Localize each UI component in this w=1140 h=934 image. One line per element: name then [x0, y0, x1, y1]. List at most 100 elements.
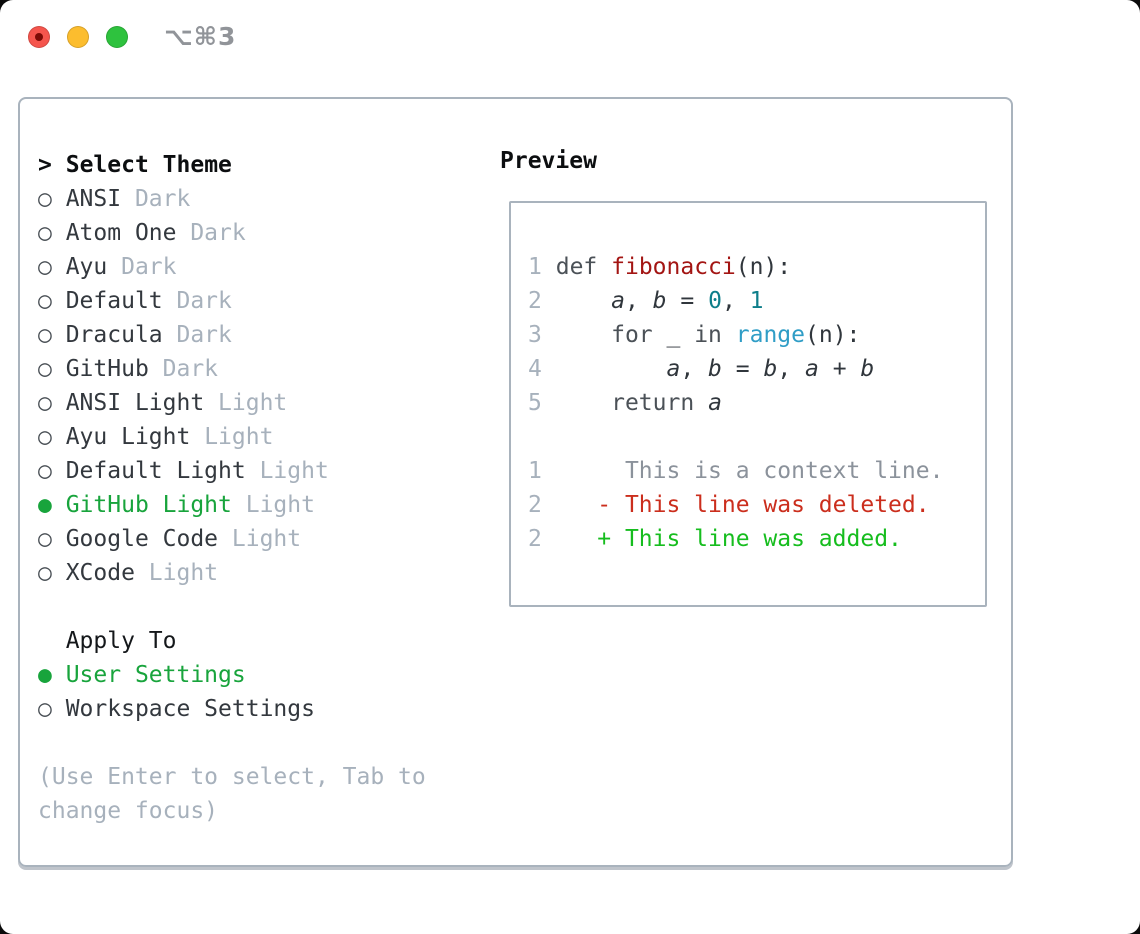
spacer — [38, 590, 483, 624]
code-line: 5 return a — [528, 386, 985, 420]
code-token: 1 — [749, 288, 764, 314]
theme-option-google-code[interactable]: ○ Google Code Light — [38, 522, 483, 556]
select-theme-header: > Select Theme — [38, 148, 483, 182]
theme-option-ayu[interactable]: ○ Ayu Dark — [38, 250, 483, 284]
line-number: 2 — [528, 492, 542, 518]
code-line — [528, 420, 985, 454]
code-token — [542, 390, 611, 416]
theme-variant-tag: Dark — [107, 254, 177, 280]
code-token: fibonacci — [611, 254, 736, 280]
line-number: 4 — [528, 356, 542, 382]
theme-option-github-light[interactable]: ● GitHub Light Light — [38, 488, 483, 522]
code-token: a — [805, 356, 819, 382]
code-token: a — [708, 390, 722, 416]
code-token: a — [611, 288, 625, 314]
theme-name: GitHub — [51, 356, 149, 382]
code-token: in — [694, 322, 722, 348]
preview-header: Preview — [500, 148, 597, 174]
radio-unselected-icon: ○ — [38, 322, 52, 348]
apply-option-label: User Settings — [51, 662, 246, 688]
code-token: _ — [652, 322, 695, 348]
code-token: - This line was deleted. — [541, 492, 930, 518]
code-token — [597, 254, 611, 280]
code-token: , — [721, 288, 750, 314]
code-token: + — [818, 356, 861, 382]
theme-name: Atom One — [51, 220, 177, 246]
select-theme-title: Select Theme — [65, 152, 232, 178]
theme-option-default[interactable]: ○ Default Dark — [38, 284, 483, 318]
code-line: 2 a, b = 0, 1 — [528, 284, 985, 318]
theme-name: Default Light — [51, 458, 246, 484]
apply-to-list: ● User Settings○ Workspace Settings — [38, 658, 483, 726]
line-number: 1 — [528, 254, 542, 280]
line-number: 5 — [528, 390, 542, 416]
code-token: b — [652, 288, 667, 314]
code-token: , — [624, 288, 653, 314]
theme-option-dracula[interactable]: ○ Dracula Dark — [38, 318, 483, 352]
apply-option-user-settings[interactable]: ● User Settings — [38, 658, 483, 692]
theme-picker-panel: > Select Theme ○ ANSI Dark○ Atom One Dar… — [18, 97, 1013, 867]
theme-option-atom-one[interactable]: ○ Atom One Dark — [38, 216, 483, 250]
apply-to-header: Apply To — [38, 624, 483, 658]
minimize-button[interactable] — [67, 26, 89, 48]
theme-variant-tag: Dark — [162, 288, 232, 314]
radio-unselected-icon: ○ — [38, 696, 52, 722]
theme-option-default-light[interactable]: ○ Default Light Light — [38, 454, 483, 488]
line-number: 3 — [528, 322, 542, 348]
code-line: 4 a, b = b, a + b — [528, 352, 985, 386]
maximize-button[interactable] — [106, 26, 128, 48]
code-token — [542, 254, 556, 280]
code-token: This is a context line. — [541, 458, 944, 484]
window-shortcut-label: ⌥⌘3 — [164, 22, 237, 51]
theme-variant-tag: Light — [245, 458, 329, 484]
apply-option-label: Workspace Settings — [51, 696, 315, 722]
theme-option-github[interactable]: ○ GitHub Dark — [38, 352, 483, 386]
radio-unselected-icon: ○ — [38, 560, 52, 586]
theme-option-xcode[interactable]: ○ XCode Light — [38, 556, 483, 590]
close-button[interactable] — [28, 26, 50, 48]
theme-option-ansi[interactable]: ○ ANSI Dark — [38, 182, 483, 216]
radio-unselected-icon: ○ — [38, 526, 52, 552]
code-token: b — [860, 356, 875, 382]
theme-list-section: > Select Theme ○ ANSI Dark○ Atom One Dar… — [38, 148, 483, 828]
code-token: = — [666, 288, 709, 314]
code-token: range — [735, 322, 806, 348]
theme-name: Default — [51, 288, 163, 314]
code-line: 3 for _ in range(n): — [528, 318, 985, 352]
theme-option-ayu-light[interactable]: ○ Ayu Light Light — [38, 420, 483, 454]
code-token: 0 — [708, 288, 722, 314]
line-number: 2 — [528, 288, 542, 314]
code-token: (n): — [735, 254, 792, 280]
hint-text: (Use Enter to select, Tab to change focu… — [38, 764, 426, 824]
theme-variant-tag: Light — [231, 492, 315, 518]
spacer — [38, 726, 483, 760]
radio-unselected-icon: ○ — [38, 424, 52, 450]
unsaved-dot-icon — [35, 33, 43, 41]
code-token: def — [555, 254, 598, 280]
code-line: 1 This is a context line. — [528, 454, 985, 488]
radio-selected-icon: ● — [38, 662, 52, 688]
radio-unselected-icon: ○ — [38, 356, 52, 382]
theme-variant-tag: Dark — [176, 220, 246, 246]
apply-option-workspace-settings[interactable]: ○ Workspace Settings — [38, 692, 483, 726]
theme-variant-tag: Light — [134, 560, 219, 586]
code-token — [542, 322, 611, 348]
code-line: 2 + This line was added. — [528, 522, 985, 556]
theme-name: ANSI — [51, 186, 122, 212]
code-token: (n): — [805, 322, 861, 348]
apply-to-label: Apply To — [65, 628, 177, 654]
code-token — [542, 356, 667, 382]
theme-name: Ayu Light — [51, 424, 191, 450]
radio-unselected-icon: ○ — [38, 390, 52, 416]
theme-variant-tag: Dark — [121, 186, 191, 212]
theme-option-ansi-light[interactable]: ○ ANSI Light Light — [38, 386, 483, 420]
theme-name: ANSI Light — [51, 390, 205, 416]
code-token: return — [611, 390, 695, 416]
code-token — [542, 288, 611, 314]
theme-variant-tag: Light — [204, 390, 288, 416]
theme-variant-tag: Light — [190, 424, 274, 450]
code-token: b — [763, 356, 778, 382]
